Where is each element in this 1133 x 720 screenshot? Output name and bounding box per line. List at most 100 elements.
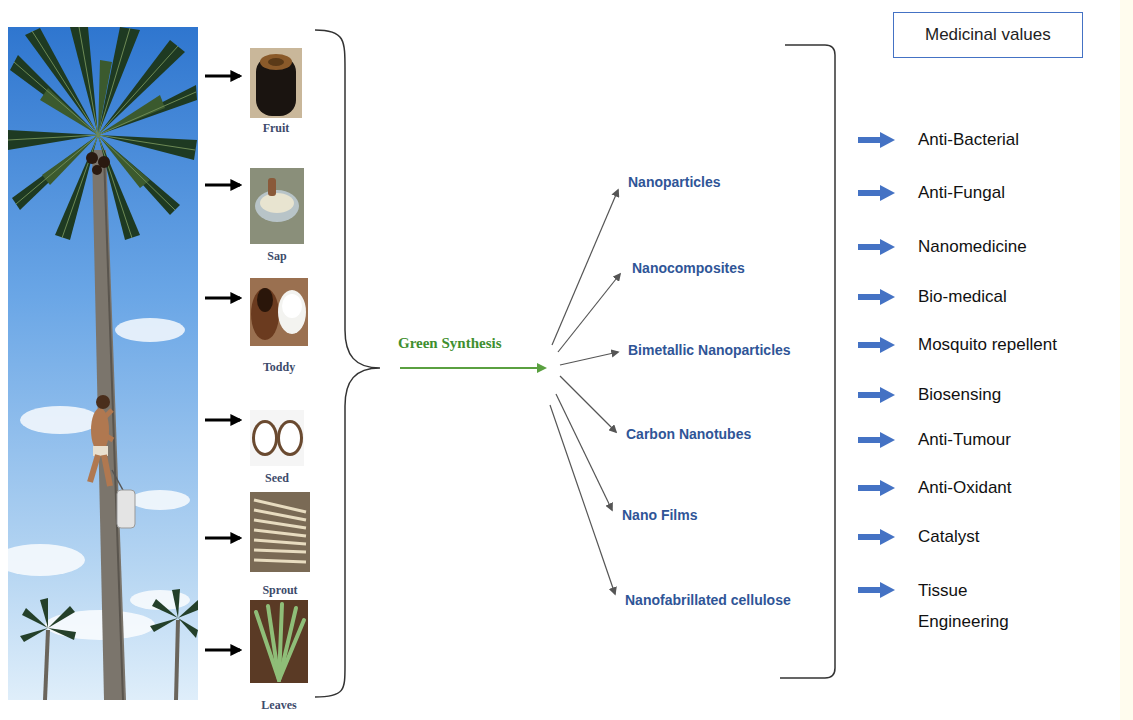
fruit-thumbnail [260, 54, 292, 70]
source-arrows [205, 75, 240, 78]
leaves-thumbnail [250, 600, 308, 683]
sprout-thumbnail [254, 540, 306, 544]
value-arrows [858, 582, 895, 598]
value-arrows [858, 432, 895, 448]
fruit-thumbnail [250, 48, 302, 118]
fan-arrows [550, 405, 615, 594]
small-palms [178, 600, 198, 618]
palm-tree-photo [98, 135, 140, 240]
node-text: Sprout [236, 583, 324, 597]
source-thumbnail: Seed [236, 410, 318, 485]
palm-tree-photo [8, 27, 198, 700]
source-arrows [205, 649, 240, 652]
seed-thumbnail [250, 410, 304, 466]
leaves-thumbnail [256, 604, 304, 680]
product-label: Nanocomposites [632, 259, 745, 277]
source-arrows [205, 419, 240, 422]
palm-tree-photo [86, 152, 98, 164]
palm-tree-photo [32, 31, 98, 135]
fan-arrows [558, 274, 620, 352]
sprout-thumbnail [254, 530, 306, 536]
small-palms [176, 620, 178, 700]
small-palms [45, 630, 48, 700]
sprout-thumbnail [254, 520, 306, 528]
seed-thumbnail [280, 423, 300, 453]
product-label: Nano Films [622, 506, 697, 524]
node-text: Sap [236, 249, 318, 263]
product-label: Nanofabrillated cellulose [625, 591, 791, 609]
value-arrows [858, 289, 895, 305]
value-label: Bio-medical [918, 287, 1007, 307]
source-arrows [205, 184, 240, 187]
product-label: Bimetallic Nanoparticles [628, 341, 791, 359]
palm-tree-photo [8, 135, 98, 140]
palm-tree-photo [79, 27, 98, 135]
palm-tree-photo [98, 135, 197, 160]
source-thumbnail: Toddy [236, 278, 322, 374]
value-arrows [858, 529, 895, 545]
leaves-thumbnail [279, 620, 304, 680]
palm-tree-photo [14, 62, 98, 135]
node-text: Medicinal values [925, 25, 1051, 45]
value-label: Tissue Engineering [918, 575, 1028, 637]
sap-thumbnail [255, 190, 299, 222]
source-arrows [205, 537, 240, 540]
toddy-thumbnail [250, 278, 308, 346]
palm-tree-photo [8, 27, 196, 238]
palm-tree-photo [40, 60, 165, 188]
square-bracket [780, 45, 835, 678]
synthesis-arrow [400, 367, 545, 369]
palm-tree-photo [92, 150, 126, 700]
source-thumbnail: Sprout [236, 492, 324, 597]
value-label: Anti-Tumour [918, 430, 1011, 450]
value-label: Mosquito repellent [918, 335, 1057, 355]
process-label: Green Synthesis [398, 334, 501, 352]
value-label: Biosensing [918, 385, 1001, 405]
toddy-thumbnail [251, 288, 279, 340]
palm-tree-photo [130, 490, 190, 510]
palm-tree-photo [98, 46, 178, 135]
value-arrows [858, 132, 895, 148]
source-thumbnail: Sap [236, 168, 318, 263]
source-arrows [205, 297, 240, 300]
small-palms [172, 589, 180, 618]
product-label: Carbon Nanotubes [626, 425, 751, 443]
small-palms [152, 599, 178, 618]
climber-figure [91, 408, 109, 452]
source-arrows [205, 76, 240, 650]
seed-thumbnail [255, 423, 275, 453]
palm-tree-photo [98, 135, 175, 210]
product-label: Nanoparticles [628, 173, 721, 191]
palm-tree-photo [98, 60, 112, 135]
palm-tree-photo [20, 406, 100, 434]
fruit-thumbnail [268, 58, 284, 66]
leaves-thumbnail [250, 600, 308, 683]
node-text: Seed [236, 471, 318, 485]
palm-tree-photo [98, 135, 195, 150]
small-palms [20, 589, 198, 700]
climber-figure [104, 455, 110, 486]
value-arrows [858, 480, 895, 496]
value-arrows [858, 185, 895, 201]
sprout-thumbnail [254, 500, 306, 562]
small-palms [48, 606, 75, 628]
seed-thumbnail [277, 420, 303, 456]
climber-figure [117, 490, 135, 528]
source-thumbnail: Fruit [236, 48, 316, 135]
value-arrows [858, 132, 895, 598]
palm-tree-photo [98, 135, 132, 238]
palm-tree-photo [115, 318, 185, 342]
value-arrows [858, 337, 895, 353]
climber-figure [90, 395, 135, 528]
value-label: Nanomedicine [918, 237, 1027, 257]
node-text: Toddy [236, 360, 322, 374]
edge-strip [1120, 0, 1133, 720]
sap-thumbnail [260, 193, 294, 213]
climber-figure [90, 455, 98, 482]
fan-arrows [556, 394, 612, 510]
value-label: Catalyst [918, 527, 979, 547]
sprout-thumbnail [254, 560, 306, 562]
sprout-thumbnail [254, 510, 306, 520]
value-label: Anti-Oxidant [918, 478, 1012, 498]
palm-tree-photo [8, 27, 197, 240]
